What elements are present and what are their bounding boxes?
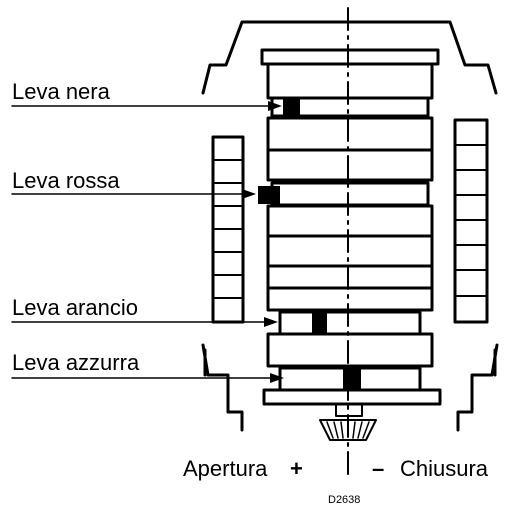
minus-sign: – [372, 456, 384, 481]
black-lever-notch [283, 99, 300, 116]
lever-notches [258, 99, 361, 389]
label-chiusura: Chiusura [400, 456, 489, 481]
upper-frame [201, 20, 498, 95]
orange-lever-notch [312, 313, 327, 333]
label-apertura: Apertura [183, 456, 268, 481]
red-lever-notch [258, 186, 280, 204]
arrow-icon [268, 101, 282, 111]
label-leva-arancio: Leva arancio [12, 295, 138, 320]
figure-code: D2638 [328, 494, 360, 505]
bevel-gear [319, 403, 377, 441]
arrow-icon [270, 373, 284, 383]
label-leva-rossa: Leva rossa [12, 168, 120, 193]
cam-stack [260, 48, 442, 406]
label-leva-azzurra: Leva azzurra [12, 350, 140, 375]
leader-lines [11, 101, 284, 383]
right-side-blocks [453, 118, 489, 324]
plus-sign: + [290, 456, 303, 481]
arrow-icon [264, 317, 278, 327]
label-leva-nera: Leva nera [12, 79, 111, 104]
blue-lever-notch [343, 369, 361, 389]
left-side-blocks [211, 135, 245, 324]
lower-frame [201, 343, 499, 432]
arrow-icon [242, 189, 256, 199]
